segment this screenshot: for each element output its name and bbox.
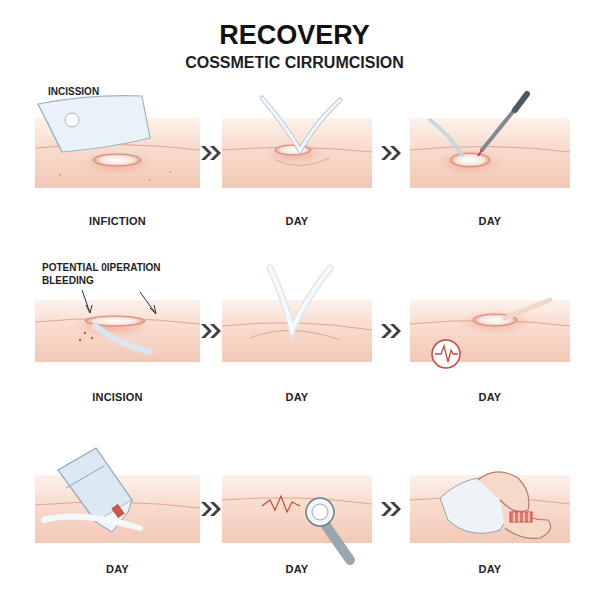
skin-panel (35, 448, 570, 560)
step-label: DAY (390, 215, 589, 227)
double-chevron-arrow (381, 502, 401, 516)
step-label: DAY (390, 391, 589, 403)
recovery-panel: DAY (222, 118, 372, 188)
skin-panel (35, 94, 570, 188)
recovery-panel: DAY (410, 300, 570, 362)
recovery-panel: DAY (222, 300, 372, 362)
recovery-panel: DAY (410, 475, 570, 543)
callout-label: POTENTIAL 0IPERATION BLEEDING (42, 262, 182, 287)
step-label: INFICTION (15, 215, 220, 227)
recovery-panel: INCISION (35, 300, 200, 362)
step-label: INCISION (15, 391, 220, 403)
skin-panel (35, 268, 570, 368)
double-chevron-arrow (201, 324, 221, 338)
subtitle: COSSMETIC CIRRUMCISION (0, 53, 589, 73)
double-chevron-arrow (381, 324, 401, 338)
recovery-panel: DAY (35, 475, 200, 543)
double-chevron-arrow (201, 146, 221, 160)
recovery-panel: DAY (410, 118, 570, 188)
callout-label: INCISSION (48, 86, 168, 99)
step-label: DAY (15, 563, 220, 575)
title: RECOVERY (0, 20, 589, 51)
double-chevron-arrow (381, 146, 401, 160)
recovery-panel: INFICTION (35, 118, 200, 188)
step-label: DAY (202, 391, 392, 403)
step-label: DAY (390, 563, 589, 575)
double-chevron-arrow (201, 502, 221, 516)
step-label: DAY (202, 563, 392, 575)
recovery-panel: DAY (222, 475, 372, 543)
step-label: DAY (202, 215, 392, 227)
